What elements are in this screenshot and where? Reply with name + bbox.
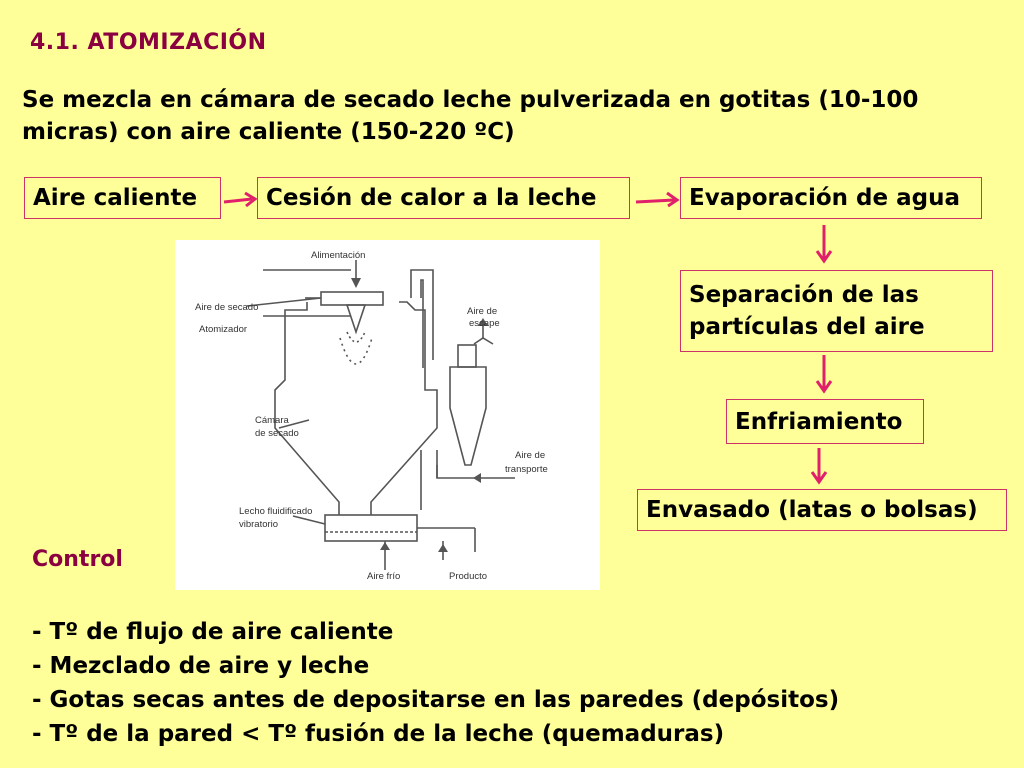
arrow-down-1 — [815, 225, 833, 264]
label-aire-transporte-1: Aire de — [515, 450, 545, 461]
label-atomizador: Atomizador — [199, 324, 247, 335]
control-item: - Tº de la pared < Tº fusión de la leche… — [32, 721, 725, 747]
spray-dryer-diagram: Alimentación Aire de secado Atomizador A… — [175, 240, 600, 590]
flow-step-separacion: Separación de las partículas del aire — [680, 270, 993, 352]
label-aire-escape-2: escape — [469, 318, 500, 329]
arrow-down-3 — [810, 448, 828, 485]
label-aire-transporte-2: transporte — [505, 464, 548, 475]
label-producto: Producto — [449, 571, 487, 582]
control-heading: Control — [32, 547, 123, 572]
label-lecho-2: vibratorio — [239, 519, 278, 530]
label-aire-secado: Aire de secado — [195, 302, 258, 313]
label-aire-escape-1: Aire de — [467, 306, 497, 317]
label-alimentacion: Alimentación — [311, 250, 365, 261]
arrow-down-2 — [815, 355, 833, 394]
control-item: - Mezclado de aire y leche — [32, 653, 370, 679]
flow-step-enfriamiento: Enfriamiento — [726, 399, 924, 444]
label-camara-2: de secado — [255, 428, 299, 439]
label-lecho-1: Lecho fluidificado — [239, 506, 312, 517]
arrow-right-1 — [223, 191, 258, 208]
slide-title: 4.1. ATOMIZACIÓN — [30, 30, 267, 55]
flow-step-cesion-calor: Cesión de calor a la leche — [257, 177, 630, 219]
label-aire-frio: Aire frío — [367, 571, 400, 582]
control-list: - Tº de flujo de aire caliente - Mezclad… — [32, 615, 839, 751]
flow-step-evaporacion: Evaporación de agua — [680, 177, 982, 219]
control-item: - Tº de flujo de aire caliente — [32, 619, 394, 645]
label-camara-1: Cámara — [255, 415, 290, 426]
flow-step-envasado: Envasado (latas o bolsas) — [637, 489, 1007, 531]
arrow-right-2 — [635, 191, 680, 208]
intro-text: Se mezcla en cámara de secado leche pulv… — [22, 87, 919, 145]
flow-step-aire-caliente: Aire caliente — [24, 177, 221, 219]
control-item: - Gotas secas antes de depositarse en la… — [32, 687, 840, 713]
